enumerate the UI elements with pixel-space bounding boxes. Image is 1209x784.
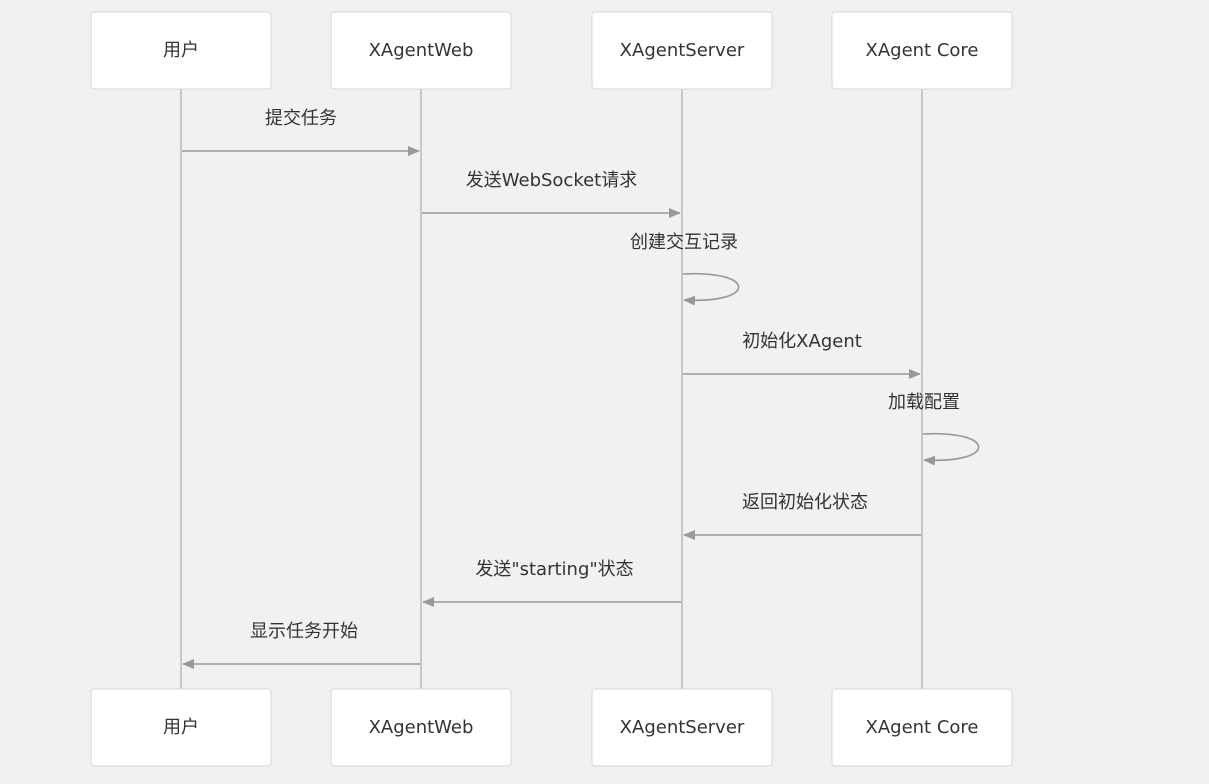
actor-box	[591, 688, 773, 767]
message: 返回初始化状态	[683, 492, 921, 540]
message: 创建交互记录	[630, 232, 740, 306]
actor-user-bottom: 用户	[90, 688, 272, 767]
actor-core-bottom: XAgent Core	[831, 688, 1013, 767]
message: 加载配置	[888, 392, 980, 466]
actor-server-top: XAgentServer	[591, 11, 773, 90]
message-label: 创建交互记录	[630, 232, 738, 253]
message-label: 发送"starting"状态	[475, 559, 633, 580]
self-call-arrow	[682, 272, 740, 306]
actor-box	[591, 11, 773, 90]
actor-label: XAgent Core	[866, 717, 979, 738]
actor-web-top: XAgentWeb	[330, 11, 512, 90]
message-label: 显示任务开始	[250, 621, 358, 642]
actor-box	[831, 11, 1013, 90]
actor-box	[330, 688, 512, 767]
actor-label: 用户	[163, 717, 199, 738]
message-label: 加载配置	[888, 392, 960, 413]
message-label: 提交任务	[265, 108, 337, 129]
message-label: 返回初始化状态	[742, 492, 868, 513]
message-label: 初始化XAgent	[742, 331, 862, 352]
actor-box	[90, 11, 272, 90]
actor-server-bottom: XAgentServer	[591, 688, 773, 767]
actor-label: XAgentWeb	[369, 40, 474, 61]
message: 初始化XAgent	[683, 331, 921, 379]
self-call-arrow	[922, 432, 980, 466]
message: 发送"starting"状态	[422, 559, 681, 607]
actor-box	[330, 11, 512, 90]
actor-user-top: 用户	[90, 11, 272, 90]
actor-box	[90, 688, 272, 767]
message: 发送WebSocket请求	[422, 170, 681, 218]
actor-box	[831, 688, 1013, 767]
actor-label: XAgentServer	[620, 40, 745, 61]
actor-label: XAgent Core	[866, 40, 979, 61]
actor-label: XAgentWeb	[369, 717, 474, 738]
message: 显示任务开始	[182, 621, 420, 669]
message: 提交任务	[182, 108, 420, 156]
actor-label: XAgentServer	[620, 717, 745, 738]
actor-web-bottom: XAgentWeb	[330, 688, 512, 767]
actor-label: 用户	[163, 40, 199, 61]
message-label: 发送WebSocket请求	[466, 170, 638, 191]
actor-core-top: XAgent Core	[831, 11, 1013, 90]
